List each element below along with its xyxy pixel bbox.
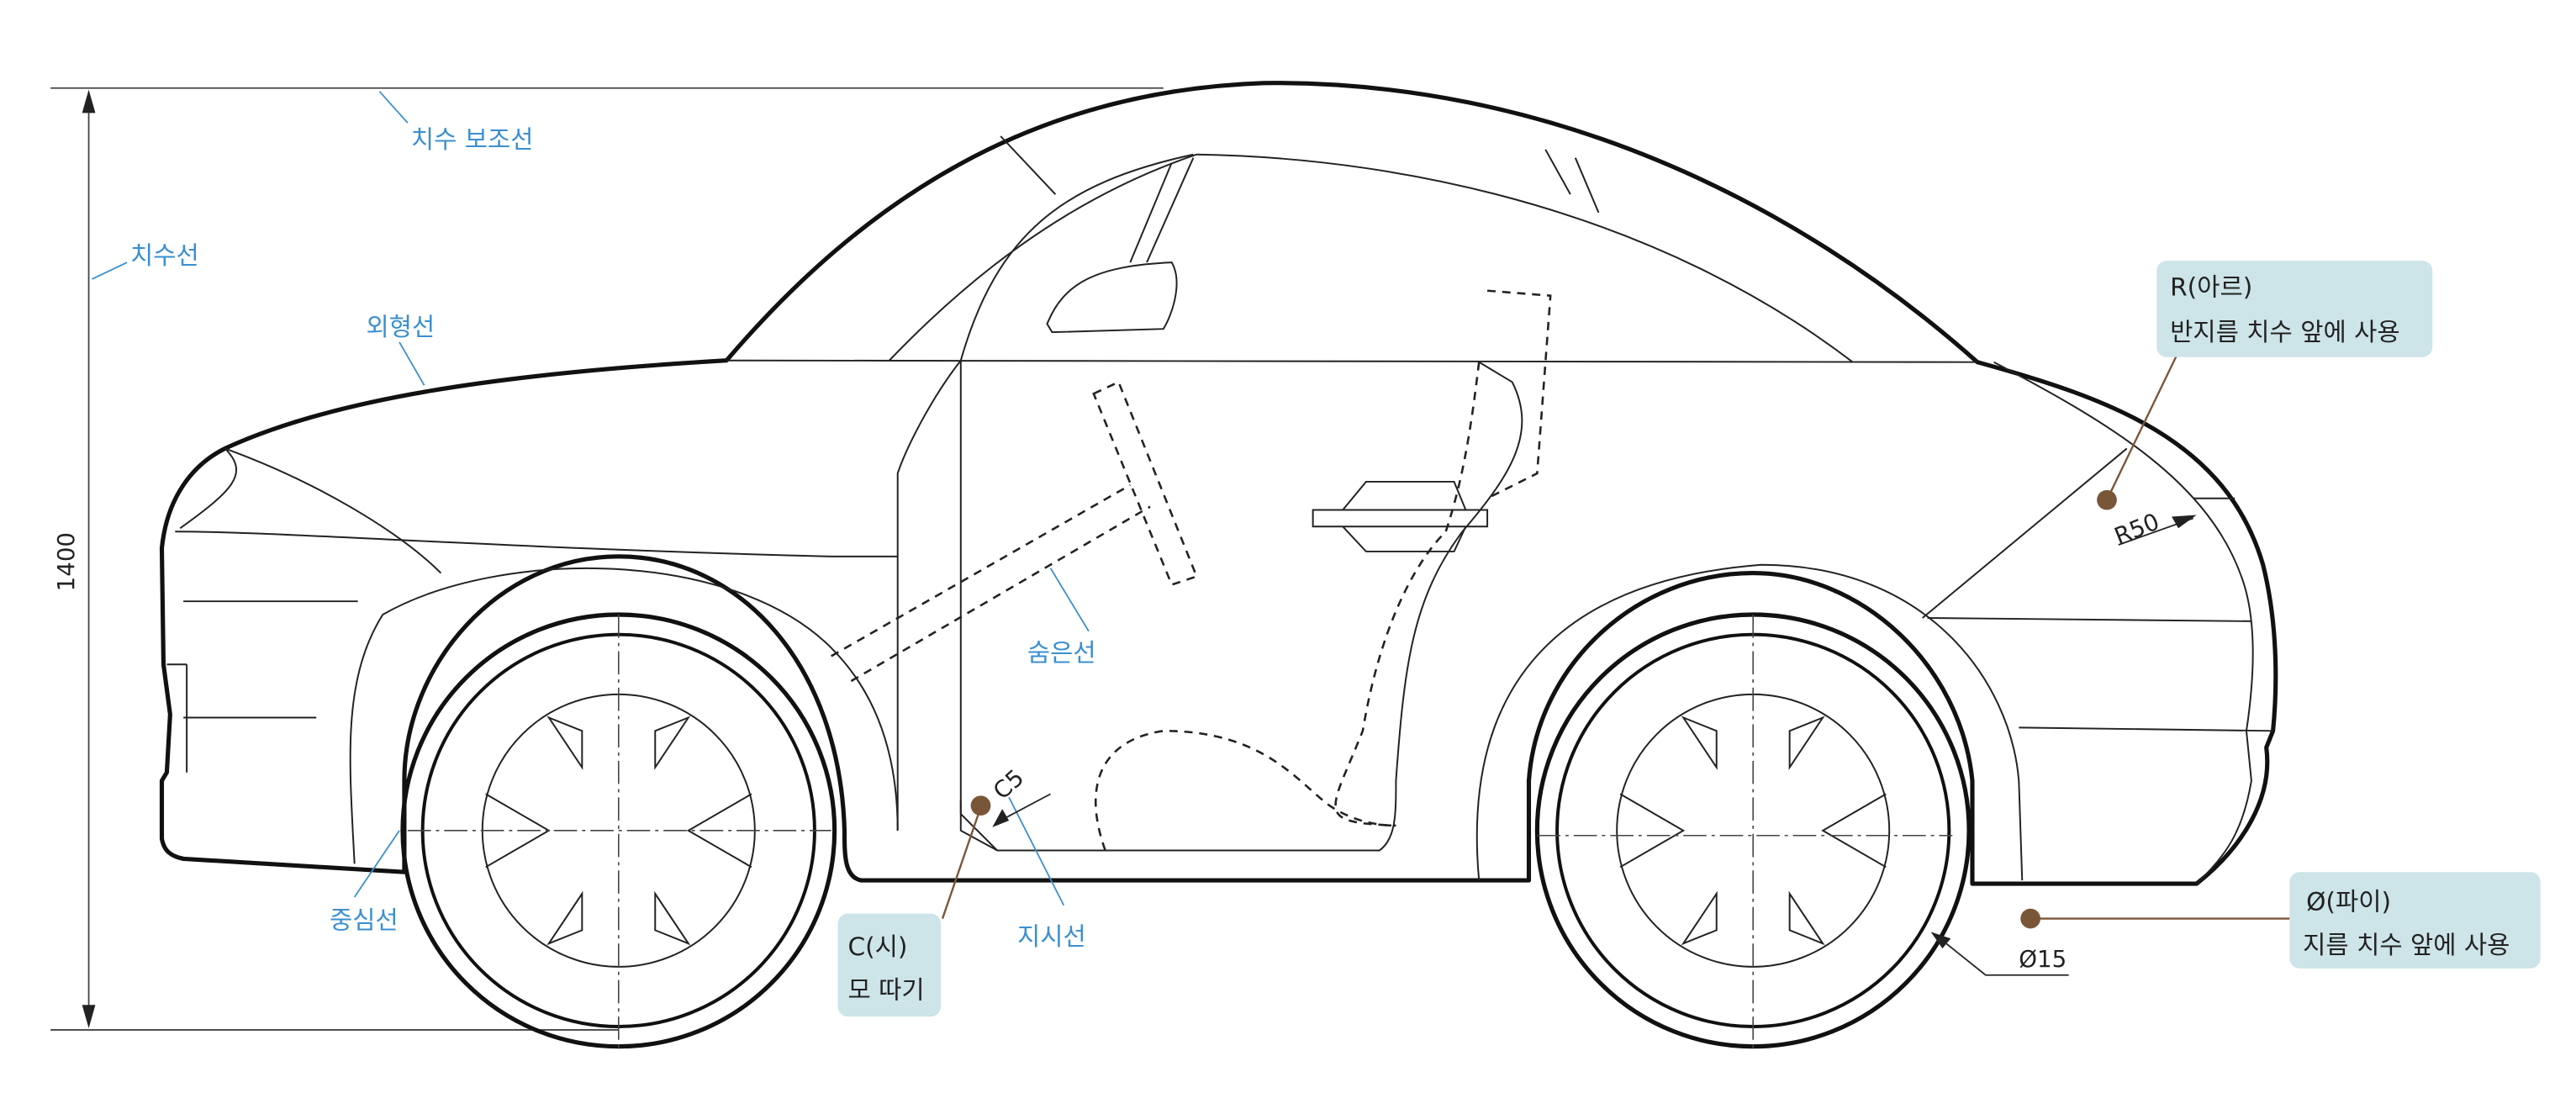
label-extension-line: 치수 보조선	[411, 124, 534, 154]
height-dimension: 1400	[50, 87, 1164, 1031]
height-value: 1400	[52, 532, 80, 591]
hidden-lines	[831, 289, 1552, 851]
diameter-dimension: Ø15	[1930, 932, 2069, 976]
chamfer-callout-desc: 모 따기	[847, 974, 924, 1004]
label-dimension-line: 치수선	[130, 240, 199, 270]
line-type-labels: 치수 보조선 치수선 외형선 숨은선 중심선 지시선	[92, 91, 1096, 951]
radius-callout: R(아르) 반지름 치수 앞에 사용	[2097, 261, 2433, 510]
radius-dimension: R50	[2110, 508, 2197, 551]
radius-callout-desc: 반지름 치수 앞에 사용	[2170, 317, 2400, 346]
diameter-callout: Ø(파이) 지름 치수 앞에 사용	[2020, 872, 2541, 969]
radius-callout-title: R(아르)	[2170, 272, 2252, 302]
label-leader-line: 지시선	[1017, 921, 1086, 951]
radius-value: R50	[2110, 508, 2163, 551]
chamfer-callout-title: C(시)	[847, 932, 907, 961]
label-center-line: 중심선	[330, 905, 399, 934]
center-lines	[407, 615, 1953, 1050]
diameter-value: Ø15	[2019, 945, 2067, 973]
chamfer-callout: C(시) 모 따기	[837, 795, 991, 1017]
chamfer-value: C5	[988, 763, 1029, 805]
diameter-callout-desc: 지름 치수 앞에 사용	[2303, 930, 2510, 959]
label-outline: 외형선	[366, 312, 435, 341]
label-hidden-line: 숨은선	[1027, 637, 1096, 667]
diameter-callout-title: Ø(파이)	[2306, 887, 2391, 916]
